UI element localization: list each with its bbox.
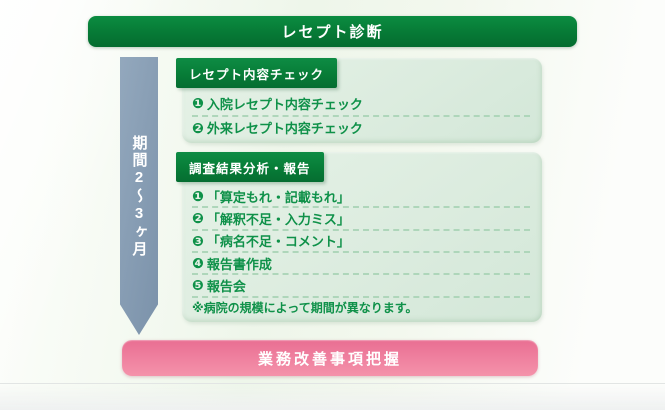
list-item: ❺ 報告会: [192, 273, 530, 295]
panel-header-label: レセプト内容チェック: [189, 67, 325, 82]
timeline-label: 期間2〜3ヶ月: [130, 135, 148, 258]
list-item-label: 「病名不足・コメント」: [206, 234, 350, 250]
panel-note-label: ※病院の規模によって期間が異なります。: [192, 301, 418, 316]
circled-number-icon: ❶: [192, 188, 204, 205]
panel-header: 調査結果分析・報告: [176, 152, 324, 182]
list-item-label: 「算定もれ・記載もれ」: [206, 189, 350, 205]
panel-body: ❶ 「算定もれ・記載もれ」 ❷ 「解釈不足・入力ミス」 ❸ 「病名不足・コメント…: [192, 186, 530, 318]
circled-number-icon: ❷: [192, 119, 204, 136]
panel-body: ❶ 入院レセプト内容チェック ❷ 外来レセプト内容チェック: [192, 92, 530, 139]
list-item: ❷ 外来レセプト内容チェック: [192, 114, 530, 140]
list-item: ❹ 報告書作成: [192, 250, 530, 273]
top-banner: レセプト診断: [88, 16, 577, 47]
list-item: ❸ 「病名不足・コメント」: [192, 228, 530, 251]
circled-number-icon: ❺: [192, 277, 204, 294]
list-item-label: 外来レセプト内容チェック: [206, 121, 363, 137]
timeline-arrow-icon: 期間2〜3ヶ月: [120, 57, 158, 335]
list-item: ❶ 「算定もれ・記載もれ」: [192, 186, 530, 206]
top-banner-label: レセプト診断: [281, 24, 384, 41]
panel-receipt-content-check: レセプト内容チェック ❶ 入院レセプト内容チェック ❷ 外来レセプト内容チェック: [176, 58, 542, 143]
bottom-banner: 業務改善事項把握: [122, 340, 538, 376]
list-item: ❷ 「解釈不足・入力ミス」: [192, 206, 530, 228]
circled-number-icon: ❸: [192, 232, 204, 249]
circled-number-icon: ❶: [192, 95, 204, 112]
list-item: ❶ 入院レセプト内容チェック: [192, 92, 530, 115]
circled-number-icon: ❷: [192, 210, 204, 227]
list-item-label: 入院レセプト内容チェック: [206, 96, 363, 112]
circled-number-icon: ❹: [192, 255, 204, 272]
panel-header-label: 調査結果分析・報告: [189, 161, 311, 176]
panel-analysis-report: 調査結果分析・報告 ❶ 「算定もれ・記載もれ」 ❷ 「解釈不足・入力ミス」 ❸ …: [176, 152, 542, 322]
list-item-label: 「解釈不足・入力ミス」: [206, 211, 350, 227]
list-item-label: 報告会: [206, 278, 246, 294]
background-floor: [0, 383, 665, 410]
bottom-banner-label: 業務改善事項把握: [257, 350, 402, 368]
panel-note: ※病院の規模によって期間が異なります。: [192, 295, 530, 318]
panel-header: レセプト内容チェック: [176, 58, 338, 88]
list-item-label: 報告書作成: [206, 256, 272, 272]
